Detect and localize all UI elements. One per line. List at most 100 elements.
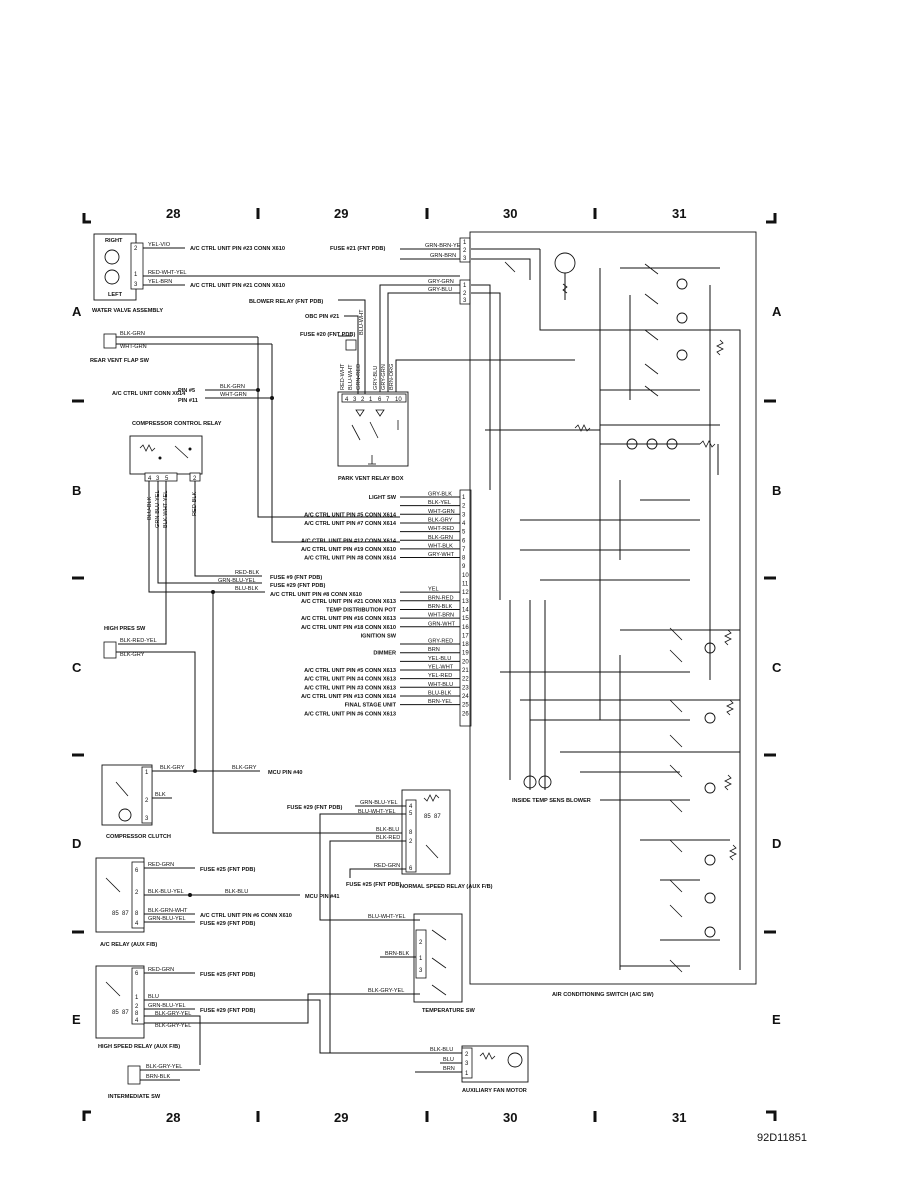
inside-temp-sens-blower: INSIDE TEMP SENS BLOWER [512,798,591,804]
hsr-pin-2: 2 [135,1004,139,1010]
cr-pin-4: 4 [148,476,152,482]
nsr-pin-2: 2 [409,839,413,845]
acs-label-16: A/C CTRL UNIT PIN #18 CONN X610 [301,625,396,631]
pv-in-grn-brn: GRN-BRN [430,253,456,259]
cc-wire-blk-gry: BLK-GRY [160,765,185,771]
wv-pin-3: 3 [134,282,138,288]
int-wire-blk-gry-yel: BLK-GRY-YEL [146,1064,182,1070]
acs-pin-6: 6 [462,538,466,544]
pv-in-pin-2: 2 [463,248,467,254]
high-speed-relay-name: HIGH SPEED RELAY (AUX F/B) [98,1044,180,1050]
ac-relay-name: A/C RELAY (AUX F/B) [100,942,157,948]
fuse9-dest: FUSE #9 (FNT PDB) [270,575,322,581]
acr-wire-red-grn: RED-GRN [148,862,174,868]
hsr-fuse29: FUSE #29 (FNT PDB) [200,1008,255,1014]
pv-pin-10: 10 [395,397,402,403]
acs-wire-21: YEL-WHT [428,665,454,671]
wire-yel-brn: YEL-BRN [148,279,172,285]
acs-pin-22: 22 [462,677,469,683]
acs-wire-22: YEL-RED [428,673,452,679]
x614-wire-wht-grn: WHT-GRN [220,392,247,398]
fuse29a-dest: FUSE #29 (FNT PDB) [270,583,325,589]
water-valve-assembly: RIGHT LEFT 2 1 3 WATER VALVE ASSEMBLY YE… [92,233,460,314]
nsr-wire-grn-blu-yel: GRN-BLU-YEL [360,800,398,806]
pv-fuse21: FUSE #21 (FNT PDB) [330,246,385,252]
grid-col-31: 31 [672,206,686,221]
temperature-sw-name: TEMPERATURE SW [422,1008,475,1014]
acs-label-13: A/C CTRL UNIT PIN #21 CONN X613 [301,599,396,605]
acs-wire-7: WHT-BLK [428,543,453,549]
compressor-control-relay: COMPRESSOR CONTROL RELAY 4 3 5 2 BLU-BLK… [118,421,402,834]
acs-pin-14: 14 [462,607,469,613]
high-pres-name: HIGH PRES SW [104,626,146,632]
acs-pin-4: 4 [462,521,466,527]
acs-pin-21: 21 [462,668,469,674]
cr-pin-3: 3 [156,476,160,482]
acs-pin-24: 24 [462,694,469,700]
ts-wire-blu-wht-yel: BLU-WHT-YEL [368,914,406,920]
acs-label-3: A/C CTRL UNIT PIN #5 CONN X614 [304,512,397,518]
hsr-inner-85: 85 [112,1010,119,1016]
afm-pin-3: 3 [465,1061,469,1067]
ac-relay: 6 2 8 4 85 87 A/C RELAY (AUX F/B) RED-GR… [95,857,340,948]
acs-wire-1: GRY-BLK [428,492,452,498]
acs-wire-23: WHT-BLU [428,682,453,688]
nsr-fuse29: FUSE #29 (FNT PDB) [287,805,342,811]
acr-pin-2: 2 [135,890,139,896]
hsr-wire-blu: BLU [148,994,159,1000]
pv-in-pin-1: 1 [463,240,467,246]
ac-switch-internal: INSIDE TEMP SENS BLOWER AIR CONDITIONING… [469,231,757,998]
hsr-pin-1: 1 [135,995,139,1001]
pv-wire-brn-org: BRN-ORG [389,364,395,390]
pv-pin-1: 1 [369,397,373,403]
acr-wire-blk-grn-wht: BLK-GRN-WHT [148,908,188,914]
acs-pin-17: 17 [462,633,469,639]
pin8-x610-dest: A/C CTRL UNIT PIN #8 CONN X610 [270,592,362,598]
auxiliary-fan-motor: 2 3 1 BLK-BLU BLU BRN AUXILIARY FAN MOTO… [415,1045,529,1094]
resistors [574,339,737,861]
cr-pin-2: 2 [193,476,197,482]
acs-label-23: A/C CTRL UNIT PIN #3 CONN X613 [304,685,396,691]
acs-pin-2: 2 [462,504,466,510]
acs-pin-10: 10 [462,573,469,579]
nsr-wire-red-grn: RED-GRN [374,863,400,869]
acs-pin-23: 23 [462,685,469,691]
pv-fuse20: FUSE #20 (FNT PDB) [300,332,355,338]
acr-mcu-pin41: MCU PIN #41 [305,894,340,900]
nsr-wire-blk-blu: BLK-BLU [376,827,399,833]
acs-pin-9: 9 [462,564,466,570]
acs-pin-7: 7 [462,547,466,553]
normal-speed-relay: 4 5 8 2 6 85 87 NORMAL SPEED RELAY (AUX … [287,789,493,1053]
grid-row-a-right: A [772,304,782,319]
acs-label-7: A/C CTRL UNIT PIN #19 CONN X610 [301,547,396,553]
pv-wire-red-wht: RED-WHT [340,363,346,390]
acs-wire-5: WHT-RED [428,526,454,532]
acs-wire-19: BRN [428,647,440,653]
pv-in-pin-3: 3 [463,256,467,262]
acs-label-14: TEMP DISTRIBUTION POT [326,607,396,613]
grid-col-31-bottom: 31 [672,1110,686,1125]
acs-pin-26: 26 [462,711,469,717]
acs-pin-19: 19 [462,651,469,657]
x614-pin11: PIN #11 [178,398,198,404]
rear-vent-flap-name: REAR VENT FLAP SW [90,358,150,364]
pv-in-pin-2b: 2 [463,291,467,297]
grid-row-b: B [72,483,81,498]
grid-row-c: C [72,660,82,675]
acs-pin-8: 8 [462,556,466,562]
frame-corner-marks [72,208,777,1122]
acr-wire-grn-blu-yel: GRN-BLU-YEL [148,916,186,922]
acs-pin-15: 15 [462,616,469,622]
drawing-id: 92D11851 [757,1132,807,1144]
grid-col-28: 28 [166,206,180,221]
wv-pin-1: 1 [134,272,138,278]
compressor-relay-name: COMPRESSOR CONTROL RELAY [132,421,222,427]
acs-label-22: A/C CTRL UNIT PIN #4 CONN X613 [304,677,396,683]
cc-wire-blk: BLK [155,792,166,798]
acs-pin-16: 16 [462,625,469,631]
pv-wire-gry-grn: GRY-GRN [381,364,387,390]
hsr-wire-blk-gry-yel-2: BLK-GRY-YEL [155,1023,191,1029]
